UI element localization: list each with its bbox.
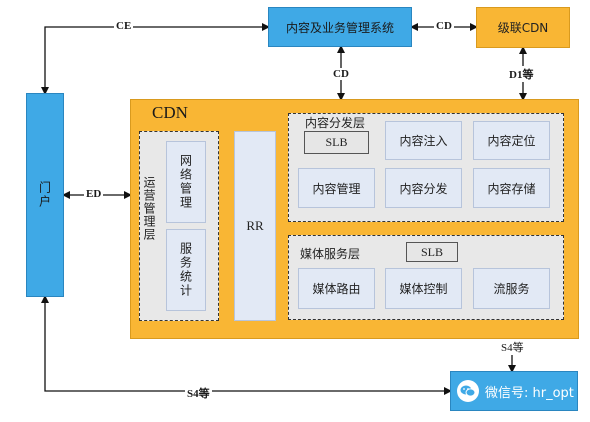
content-locate-label: 内容定位 [487, 134, 536, 148]
content-inject-label: 内容注入 [399, 134, 448, 148]
content-layer-title: 内容分发层 [305, 116, 366, 130]
ops-layer-label: 运营管理层 [142, 176, 156, 241]
media-layer-title: 媒体服务层 [300, 247, 361, 261]
cascade-cdn-box: 级联CDN [476, 7, 570, 48]
cascade-cdn-label: 级联CDN [497, 21, 549, 35]
edge-d1-label: D1等 [507, 66, 536, 82]
edge-cd-mid-label: CD [331, 68, 351, 80]
cms-label: 内容及业务管理系统 [285, 20, 394, 35]
portal-box: 门户 [26, 93, 64, 297]
edge-s4-bottom [41, 295, 452, 395]
edge-cd-top-label: CD [434, 20, 454, 32]
content-storage-box: 内容存储 [473, 168, 550, 208]
wechat-box: 微信号: hr_opt [450, 371, 578, 411]
service-stats-label: 服务统计 [178, 242, 193, 298]
content-inject-box: 内容注入 [385, 121, 462, 160]
media-slb-label: SLB [420, 244, 443, 259]
media-routing-label: 媒体路由 [312, 282, 361, 296]
network-mgmt-box: 网络管理 [166, 141, 206, 223]
media-control-box: 媒体控制 [385, 268, 462, 309]
cms-box: 内容及业务管理系统 [268, 7, 412, 47]
media-routing-box: 媒体路由 [298, 268, 375, 309]
edge-ce-label: CE [114, 20, 134, 32]
content-distribute-box: 内容分发 [385, 168, 462, 208]
content-distribute-label: 内容分发 [399, 181, 448, 196]
stream-service-box: 流服务 [473, 268, 550, 309]
content-slb-label: SLB [325, 135, 348, 149]
content-mgmt-label: 内容管理 [312, 181, 361, 196]
edge-ed-label: ED [84, 188, 104, 200]
content-locate-box: 内容定位 [473, 121, 550, 160]
cdn-title: CDN [152, 103, 188, 122]
network-mgmt-label: 网络管理 [178, 154, 193, 210]
service-stats-box: 服务统计 [166, 229, 206, 311]
rr-box: RR [234, 131, 276, 321]
edge-ce [41, 23, 270, 95]
edge-s4-right-label: S4等 [499, 339, 526, 355]
stream-service-label: 流服务 [493, 282, 530, 296]
wechat-label: 微信号: hr_opt [485, 385, 574, 401]
content-slb: SLB [304, 131, 369, 154]
content-storage-label: 内容存储 [487, 181, 536, 196]
portal-label: 门户 [37, 181, 52, 209]
rr-label: RR [246, 218, 264, 233]
wechat-icon [457, 380, 479, 402]
media-control-label: 媒体控制 [399, 282, 448, 296]
media-slb: SLB [406, 242, 458, 262]
content-mgmt-box: 内容管理 [298, 168, 375, 208]
edge-s4-bottom-label: S4等 [185, 385, 212, 401]
